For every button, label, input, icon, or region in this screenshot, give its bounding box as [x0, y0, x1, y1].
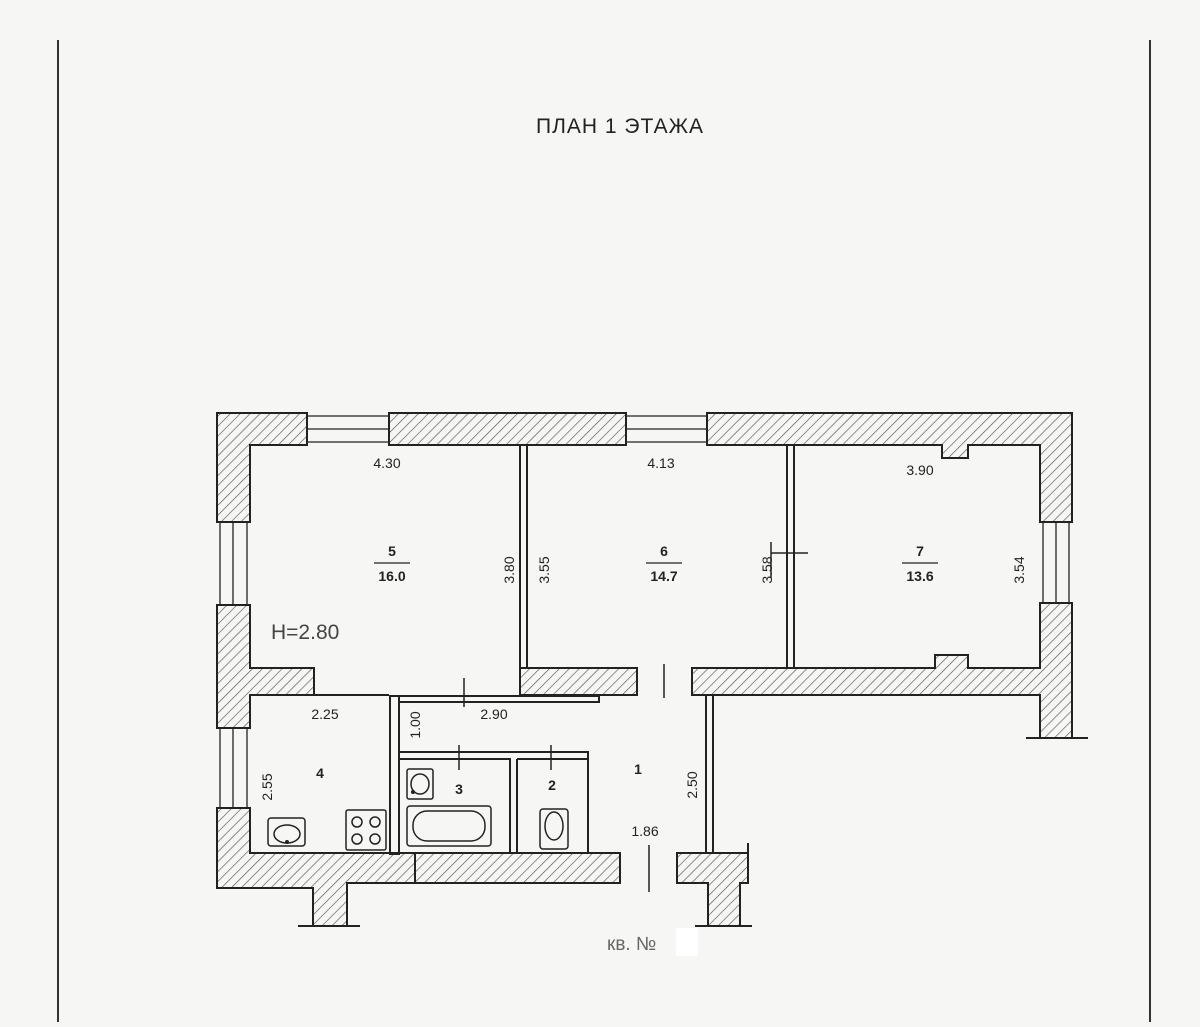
- apartment-number-label: кв. №: [607, 934, 656, 955]
- ceiling-height-label: H=2.80: [271, 621, 339, 644]
- wall-inner-right: [691, 602, 1073, 739]
- dim-room4-width: 2.25: [311, 706, 338, 722]
- room-7-number: 7: [916, 543, 924, 559]
- wall-top-right-corner: [706, 412, 1073, 523]
- room-6-number: 6: [660, 543, 668, 559]
- toilet-icon: [539, 808, 569, 850]
- partitions: [314, 445, 795, 855]
- dim-room7-width: 3.90: [906, 462, 933, 478]
- room-3-number: 3: [455, 781, 463, 797]
- door-marks: [458, 542, 808, 892]
- dim-room1-width: 1.86: [631, 823, 658, 839]
- windows: [219, 415, 1070, 808]
- wall-bottom-left: [216, 807, 416, 927]
- dim-room6-depth: 3.55: [536, 556, 552, 583]
- room-6-area: 14.7: [650, 568, 677, 584]
- wall-top-left-corner: [216, 412, 308, 523]
- dim-room6-depth-right: 3.58: [759, 556, 775, 583]
- dim-room7-depth: 3.54: [1011, 556, 1027, 583]
- walls: [216, 412, 1073, 927]
- room-labels: 5 16.0 6 14.7 7 13.6 4 3 2 1: [316, 543, 938, 797]
- dimension-labels: 4.30 4.13 3.90 3.80 3.55 3.58 3.54 2.25 …: [259, 455, 1027, 839]
- room-1-number: 1: [634, 761, 642, 777]
- dim-room1-depth: 2.50: [684, 771, 700, 798]
- room-5-number: 5: [388, 543, 396, 559]
- plan-title: ПЛАН 1 ЭТАЖА: [536, 115, 704, 138]
- room-4-number: 4: [316, 765, 324, 781]
- dim-room5-depth: 3.80: [501, 556, 517, 583]
- dim-hall-width: 2.90: [480, 706, 507, 722]
- dim-room5-width: 4.30: [373, 455, 400, 471]
- wall-inner-center: [519, 667, 638, 696]
- wall-bottom-right: [676, 843, 749, 927]
- room-7-area: 13.6: [906, 568, 933, 584]
- bathtub-inner: [412, 810, 486, 842]
- stove-icon: [345, 809, 387, 851]
- wall-bottom-mid: [414, 852, 621, 884]
- room-5-area: 16.0: [378, 568, 405, 584]
- kitchen-sink-icon: [267, 817, 306, 847]
- dim-hall-depth: 1.00: [407, 711, 423, 738]
- room-2-number: 2: [548, 777, 556, 793]
- dim-room6-width: 4.13: [647, 455, 674, 471]
- dim-room4-depth: 2.55: [259, 773, 275, 800]
- fixtures: [267, 768, 569, 851]
- wall-top-middle: [388, 412, 627, 446]
- redaction-patch: [676, 928, 698, 956]
- bath-sink-icon: [406, 768, 434, 800]
- bathtub-icon: [406, 805, 492, 847]
